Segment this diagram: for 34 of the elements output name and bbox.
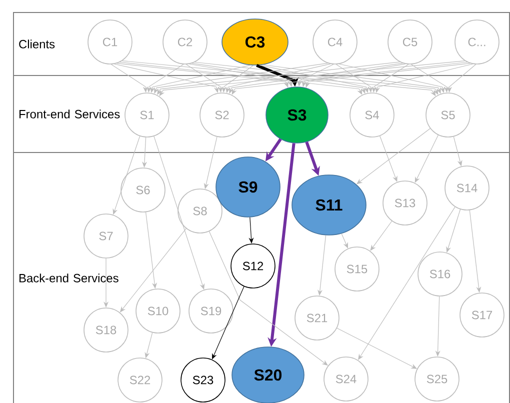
service-node: C... <box>454 20 500 64</box>
service-node: S5 <box>426 92 470 138</box>
service-node: S19 <box>188 288 234 334</box>
highlighted-node: S3 <box>266 86 328 144</box>
service-node: S14 <box>444 166 490 210</box>
service-node: S10 <box>136 288 180 334</box>
service-node: S18 <box>84 308 128 352</box>
service-node: S1 <box>124 92 170 138</box>
service-node: S7 <box>84 214 128 258</box>
arrow <box>341 233 348 248</box>
service-node: S6 <box>120 168 166 212</box>
service-node: S2 <box>200 92 244 138</box>
service-node: S13 <box>382 180 428 226</box>
service-node: C5 <box>388 20 432 64</box>
arrow <box>370 220 392 251</box>
service-node: S21 <box>294 296 340 340</box>
service-node: C4 <box>312 20 358 64</box>
highlighted-node: S11 <box>292 174 366 236</box>
service-node: S22 <box>118 358 162 402</box>
highlighted-node: S23 <box>180 358 226 402</box>
service-node: C1 <box>88 20 132 64</box>
arrow <box>212 286 244 360</box>
highlighted-node: C3 <box>222 18 288 66</box>
service-node: S4 <box>350 92 394 138</box>
highlighted-node: S12 <box>230 244 276 288</box>
service-node: S16 <box>418 252 462 296</box>
service-node: S24 <box>324 356 368 402</box>
service-node: S15 <box>334 246 380 292</box>
service-node: C2 <box>162 20 208 64</box>
service-node: S25 <box>414 356 460 402</box>
service-node: S8 <box>178 188 222 234</box>
service-node: S17 <box>460 292 504 338</box>
highlighted-node: S20 <box>232 346 304 403</box>
highlighted-node: S9 <box>216 156 280 218</box>
